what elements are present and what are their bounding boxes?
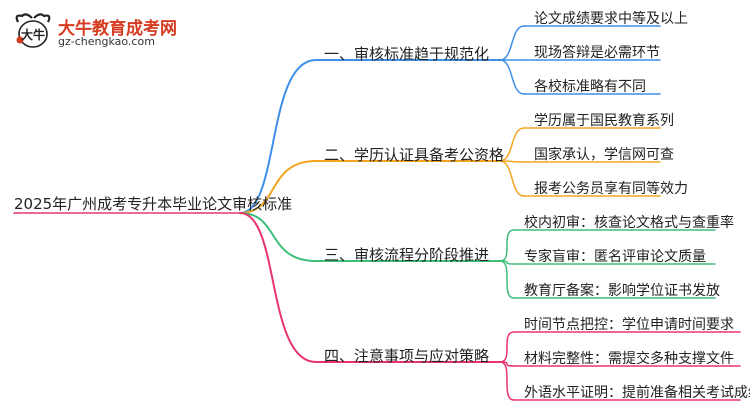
branch-4-connector <box>239 212 317 363</box>
site-logo: 大牛 大牛教育成考网 gz-chengkao.com <box>12 10 182 54</box>
leaf-3-2: 专家盲审：匿名评审论文质量 <box>524 249 706 265</box>
leaf-4-2: 材料完整性：需提交多种支撑文件 <box>524 351 734 367</box>
leaf-1-1-connector <box>499 25 525 61</box>
leaf-1-3-connector <box>499 59 525 95</box>
leaf-2-3-connector <box>499 160 525 197</box>
logo-mark-text: 大牛 <box>21 27 45 42</box>
leaf-4-1-connector <box>499 331 515 363</box>
branch-1-label: 一、审核标准趋于规范化 <box>324 45 490 63</box>
logo-url: gz-chengkao.com <box>58 35 155 48</box>
branch-2-label: 二、学历认证具备考公资格 <box>324 146 505 164</box>
root-topic: 2025年广州成考专升本毕业论文审核标准 <box>14 195 293 213</box>
branch-4-label: 四、注意事项与应对策略 <box>324 347 490 365</box>
leaf-3-3: 教育厅备案：影响学位证书发放 <box>524 283 720 299</box>
branch-3-connector <box>239 212 317 262</box>
leaf-3-1: 校内初审：核查论文格式与查重率 <box>524 215 734 231</box>
leaf-3-1-connector <box>499 229 515 262</box>
leaf-1-1: 论文成绩要求中等及以上 <box>534 11 688 27</box>
leaf-2-2: 国家承认，学信网可查 <box>534 147 674 163</box>
branch-1-connector <box>239 59 317 214</box>
branch-3-label: 三、审核流程分阶段推进 <box>324 246 490 264</box>
leaf-4-1: 时间节点把控：学位申请时间要求 <box>524 317 734 333</box>
leaf-4-3: 外语水平证明：提前准备相关考试成绩 <box>524 385 750 401</box>
leaf-2-1: 学历属于国民教育系列 <box>534 113 674 129</box>
leaf-2-3: 报考公务员享有同等效力 <box>534 181 688 197</box>
leaf-1-2: 现场答辩是必需环节 <box>534 45 660 61</box>
bull-logo-icon: 大牛 <box>15 13 51 48</box>
leaf-4-3-connector <box>499 361 515 401</box>
branch-2-connector <box>239 160 317 214</box>
leaf-3-3-connector <box>499 260 515 299</box>
leaf-2-1-connector <box>499 127 525 162</box>
logo-name: 大牛教育成考网 <box>58 19 177 39</box>
leaf-1-3: 各校标准略有不同 <box>534 79 646 95</box>
